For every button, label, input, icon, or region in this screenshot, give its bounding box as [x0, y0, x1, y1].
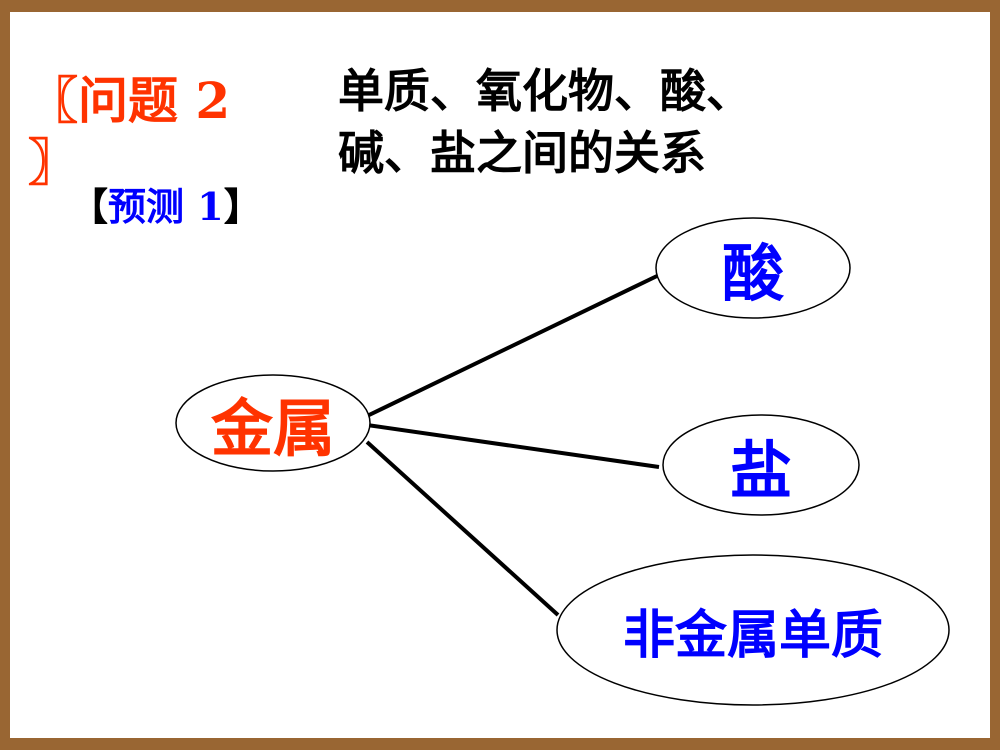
topic-line-2: 碱、盐之间的关系 [338, 126, 706, 180]
node-salt: 盐 [729, 434, 792, 507]
edge-metal-nonmetal [365, 440, 560, 617]
prediction-label: 【预测 1】 [70, 182, 262, 232]
edge-metal-acid [366, 274, 658, 418]
prediction-text: 预测 1 [108, 184, 224, 229]
edge-metal-salt [366, 423, 660, 469]
node-ellipse-nonmetal [556, 554, 950, 706]
node-metal: 金属 [210, 392, 335, 465]
topic-line-1: 单质、氧化物、酸、 [338, 64, 752, 118]
node-acid: 酸 [721, 237, 784, 310]
node-nonmetal: 非金属单质 [622, 604, 883, 666]
node-ellipse-acid [655, 217, 851, 319]
question-heading: 〖问题 2 〗 [28, 71, 231, 192]
open-bracket: 【 [70, 184, 109, 229]
close-bracket: 】 [223, 184, 262, 229]
node-ellipse-metal [175, 374, 371, 472]
node-ellipse-salt [662, 414, 860, 516]
topic-title: 单质、氧化物、酸、 碱、盐之间的关系 [338, 60, 878, 184]
